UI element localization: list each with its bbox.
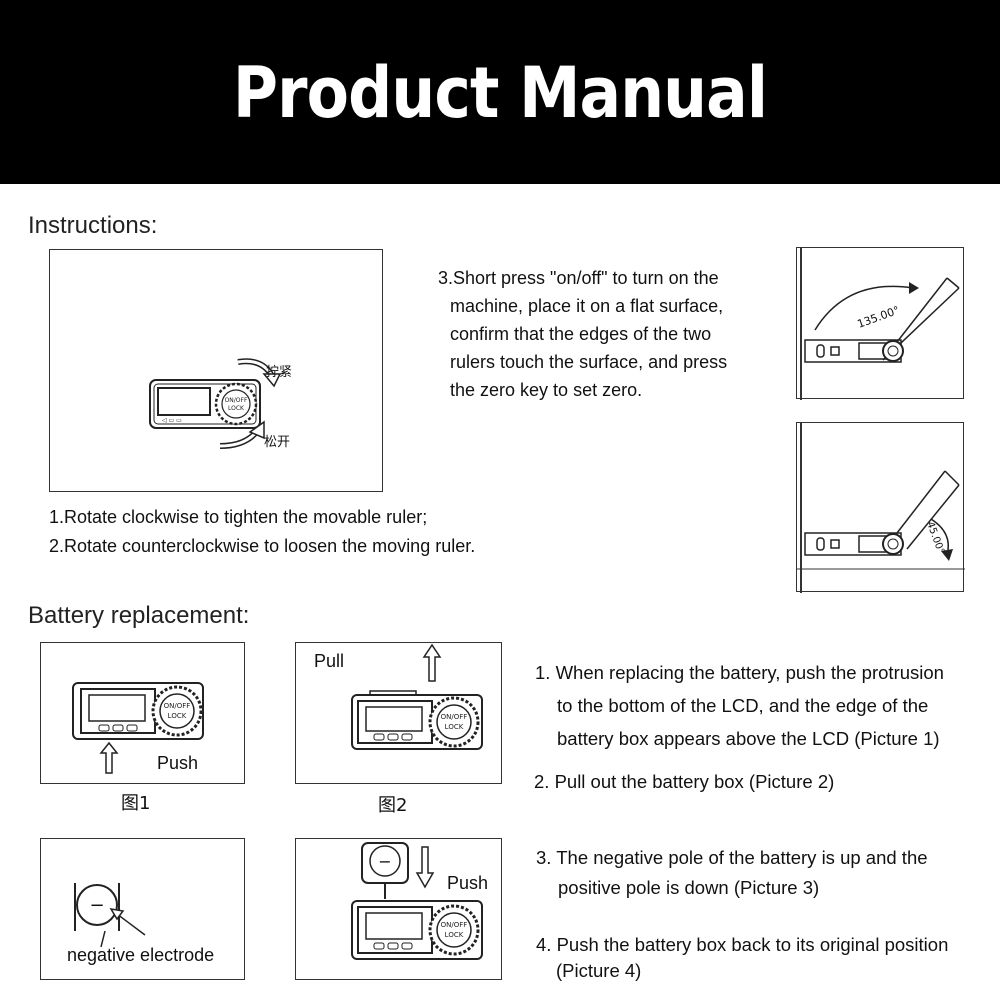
battery-picture-3: − negative electrode — [40, 838, 245, 980]
svg-text:松开: 松开 — [264, 435, 290, 450]
angle-135-illustration: 135.00° — [800, 248, 960, 400]
svg-text:ON/OFF: ON/OFF — [164, 702, 191, 710]
battery-step-3: 3. The negative pole of the battery is u… — [536, 847, 928, 898]
battery-picture-4: − ON/OFF LOCK Push — [295, 838, 502, 980]
header-banner: Product Manual — [0, 0, 1000, 184]
picture-2-pull-label: Pull — [314, 651, 345, 671]
negative-electrode-label: negative electrode — [67, 945, 215, 965]
battery-orientation-illustration: − — [74, 883, 146, 948]
svg-text:拧紧: 拧紧 — [266, 365, 292, 380]
angle-figure-45: 45.00° — [796, 422, 965, 593]
battery-heading: Battery replacement: — [28, 602, 250, 629]
instructions-heading: Instructions: — [28, 212, 158, 239]
knob-rotation-illustration: ◁ ▭ ▭ ON/OFF LOCK 拧紧 松开 — [149, 358, 292, 450]
device-knob-figure: ◁ ▭ ▭ ON/OFF LOCK 拧紧 松开 — [49, 249, 383, 492]
svg-text:135.00°: 135.00° — [856, 304, 902, 331]
svg-text:ON/OFF: ON/OFF — [441, 713, 468, 721]
svg-text:45.00°: 45.00° — [924, 520, 946, 555]
svg-text:ON/OFF: ON/OFF — [225, 397, 248, 404]
picture-4-push-label: Push — [447, 873, 489, 893]
push-protrusion-illustration: ON/OFF LOCK — [72, 682, 204, 774]
battery-picture-1: ON/OFF LOCK Push — [40, 642, 245, 784]
battery-step-1: 1. When replacing the battery, push the … — [535, 662, 944, 749]
angle-figure-135: 135.00° — [796, 247, 964, 400]
push-battery-back-illustration: − ON/OFF LOCK — [351, 842, 483, 960]
page-title: Product Manual — [232, 52, 768, 134]
instruction-step-3: 3.Short press "on/off" to turn on the ma… — [438, 268, 728, 400]
battery-picture-2: ON/OFF LOCK Pull — [295, 642, 502, 784]
pull-battery-box-illustration: ON/OFF LOCK — [351, 643, 483, 750]
svg-text:◁ ▭ ▭: ◁ ▭ ▭ — [162, 417, 182, 424]
svg-text:LOCK: LOCK — [168, 712, 187, 720]
svg-text:LOCK: LOCK — [228, 405, 245, 412]
svg-text:LOCK: LOCK — [445, 723, 464, 731]
instruction-step-2: 2.Rotate counterclockwise to loosen the … — [49, 536, 476, 556]
picture-1-caption: 图1 — [121, 793, 151, 814]
battery-step-2: 2. Pull out the battery box (Picture 2) — [534, 771, 835, 792]
svg-text:−: − — [378, 852, 391, 871]
svg-text:ON/OFF: ON/OFF — [441, 921, 468, 929]
picture-2-caption: 图2 — [378, 795, 408, 816]
angle-45-illustration: 45.00° — [797, 423, 965, 593]
svg-text:LOCK: LOCK — [445, 931, 464, 939]
battery-step-4: 4. Push the battery box back to its orig… — [536, 934, 949, 981]
picture-1-push-label: Push — [157, 753, 199, 773]
svg-text:−: − — [89, 895, 104, 916]
instruction-step-1: 1.Rotate clockwise to tighten the movabl… — [49, 507, 428, 527]
